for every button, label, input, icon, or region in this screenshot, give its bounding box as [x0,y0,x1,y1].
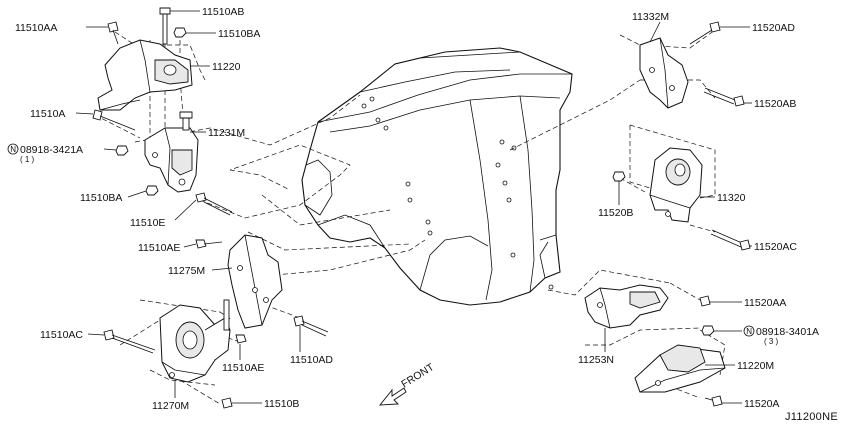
nut-symbol-icon [743,325,755,337]
callout-11253N: 11253N [578,354,614,366]
callout-11510AA: 11510AA [15,22,57,34]
mount-11320 [649,147,703,223]
callout-11520B: 11520B [598,207,633,219]
callout-11510AD: 11510AD [290,354,333,366]
nut-symbol-icon [7,143,19,155]
callout-11510BA-top: 11510BA [218,28,260,40]
front-arrow-icon [379,387,407,406]
front-label: FRONT [399,361,437,391]
mount-11220M [634,344,726,393]
callout-11520AC: 11520AC [754,241,797,253]
callout-11220: 11220 [212,61,241,73]
callout-11510A: 11510A [30,108,65,120]
bracket-11231M [144,111,199,193]
nut-symbol-letter: N [10,145,16,154]
mount-11270M [159,299,231,383]
bracket-11275M [227,234,283,329]
callout-11520AB: 11520AB [754,98,796,110]
callout-11510AC: 11510AC [40,329,83,341]
mount-11220 [97,39,193,111]
callout-11510AE-top: 11510AE [138,242,180,254]
leader-lines [75,10,752,404]
bracket-11332M [639,37,689,109]
callout-11510B: 11510B [264,398,299,410]
callout-labels: 11510AA 11510AB 11510BA 11220 11510A 112… [7,6,819,412]
callout-11520A: 11520A [744,398,779,410]
callout-11510AB: 11510AB [202,6,244,18]
diagram-reference-code: J11200NE [785,411,838,423]
engine-block [301,47,573,306]
callout-08918-3401A: N 08918-3401A ( 3 ) [743,325,819,346]
callout-11220M: 11220M [737,360,774,372]
callout-11510AE-low: 11510AE [222,362,264,374]
front-direction-indicator: FRONT [379,361,437,406]
callout-11231M: 11231M [208,127,245,139]
fasteners [92,7,751,409]
bracket-11253N [584,284,669,329]
callout-label: 08918-3401A [756,326,819,338]
callout-11332M: 11332M [632,11,669,23]
nut-symbol-letter: N [746,327,752,336]
callout-11275M: 11275M [168,265,205,277]
callout-qty: ( 1 ) [20,155,35,164]
callout-11320: 11320 [717,192,746,204]
callout-label: 08918-3421A [20,144,83,156]
callout-qty: ( 3 ) [764,337,779,346]
callout-08918-3421A: N 08918-3421A ( 1 ) [7,143,83,164]
assembly-lines [94,18,726,405]
callout-11270M: 11270M [152,400,189,412]
callout-11510E: 11510E [130,217,165,229]
callout-11510BA-low: 11510BA [80,192,122,204]
callout-11520AD: 11520AD [752,22,795,34]
callout-11520AA: 11520AA [744,297,786,309]
